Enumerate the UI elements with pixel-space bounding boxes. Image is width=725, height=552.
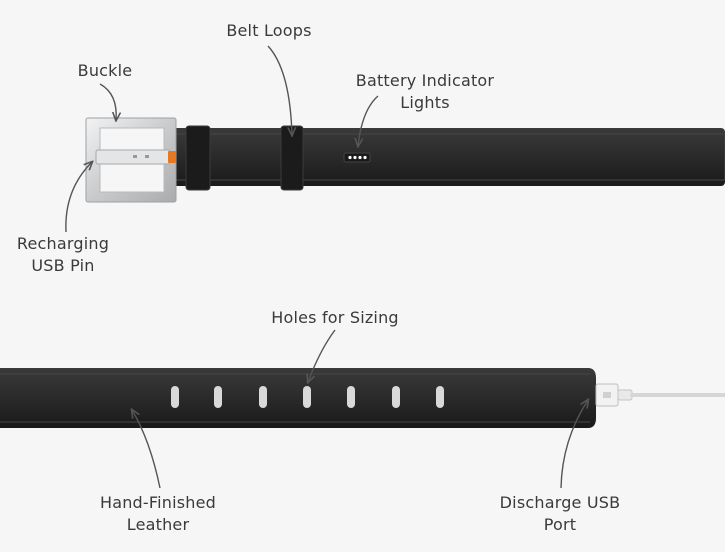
arrow-belt-loops <box>267 45 292 135</box>
label-hand-finished-leather: Hand-Finished Leather <box>99 493 217 534</box>
arrow-battery <box>358 95 379 146</box>
sizing-hole <box>171 386 179 408</box>
arrow-buckle <box>99 83 116 120</box>
label-battery-indicator: Battery Indicator Lights <box>355 71 495 112</box>
sizing-holes <box>171 386 444 408</box>
sizing-hole <box>392 386 400 408</box>
sizing-hole <box>303 386 311 408</box>
sizing-hole <box>259 386 267 408</box>
callout-arrows <box>65 45 588 489</box>
sizing-hole <box>436 386 444 408</box>
sizing-hole <box>214 386 222 408</box>
belt-loop-1 <box>185 125 211 191</box>
arrow-leather <box>132 410 161 489</box>
arrow-recharging-pin <box>65 162 92 233</box>
discharge-usb-port <box>595 383 725 407</box>
sizing-hole <box>347 386 355 408</box>
label-recharging-usb-pin: Recharging USB Pin <box>16 234 110 275</box>
label-holes-for-sizing: Holes for Sizing <box>271 308 399 327</box>
recharging-usb-pin <box>95 149 176 165</box>
belt-loop-2 <box>280 125 304 191</box>
belt-strap-top <box>159 128 725 186</box>
belt-strap-bottom <box>0 368 596 428</box>
arrow-discharge-port <box>560 400 588 489</box>
label-buckle: Buckle <box>77 61 133 80</box>
battery-indicator-lights <box>343 152 371 163</box>
label-belt-loops: Belt Loops <box>226 21 312 40</box>
label-discharge-usb-port: Discharge USB Port <box>499 493 621 534</box>
arrow-holes <box>308 329 336 382</box>
